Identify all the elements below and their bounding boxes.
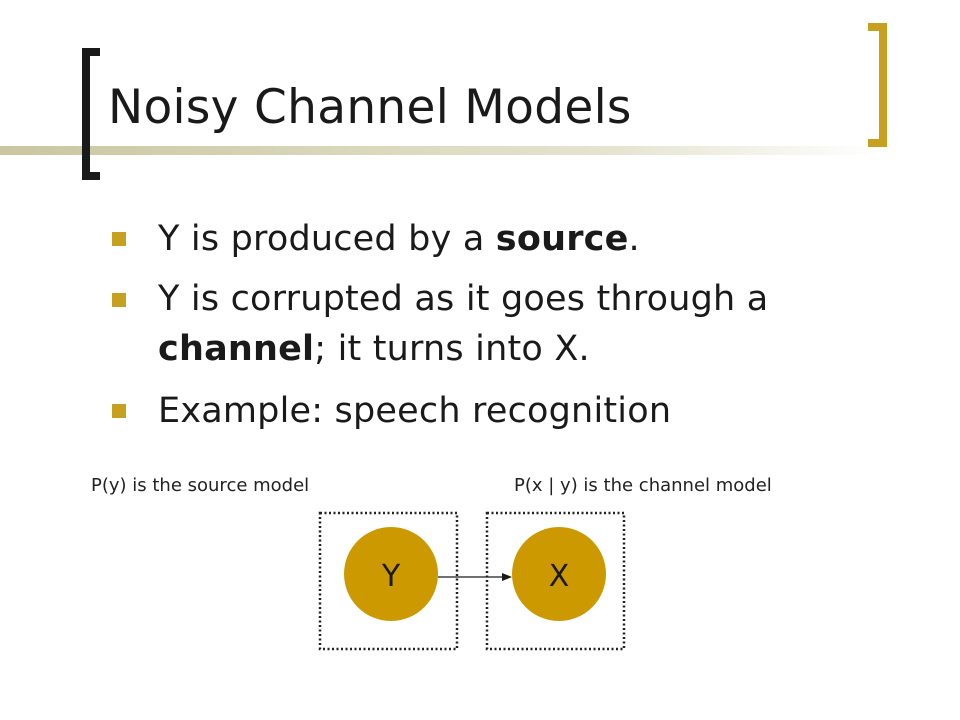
bullet-text-run: Y is produced by a — [158, 219, 496, 259]
title-underline-bar — [0, 146, 880, 155]
source-model-caption: P(y) is the source model — [91, 475, 310, 496]
bullet-text-run: Y is corrupted as it goes through a — [158, 279, 769, 319]
source-node-label: Y — [381, 559, 401, 594]
bullet-text: Example: speech recognition — [158, 386, 918, 436]
right-title-bracket — [868, 23, 887, 147]
channel-node-label: X — [549, 559, 570, 594]
channel-model-box — [485, 511, 626, 651]
channel-model-caption: P(x | y) is the channel model — [514, 475, 772, 496]
bullet-square-icon — [112, 232, 126, 246]
bullet-square-icon — [112, 293, 126, 307]
bullet-keyword: source — [495, 219, 629, 259]
slide-title: Noisy Channel Models — [108, 80, 632, 135]
bullet-square-icon — [112, 404, 126, 418]
bullet-keyword: channel — [158, 329, 315, 369]
channel-node-x — [512, 527, 606, 621]
source-node-y — [344, 527, 438, 621]
bullet-text: Y is produced by a source. — [158, 214, 918, 264]
bullet-text-run: . — [628, 219, 640, 259]
source-model-box — [318, 511, 459, 651]
left-title-bracket — [82, 48, 100, 180]
bullet-text-run: ; it turns into X. — [314, 329, 590, 369]
edge-arrowhead — [502, 573, 512, 581]
bullet-text: Y is corrupted as it goes through a chan… — [158, 274, 918, 374]
bullet-text-run: Example: speech recognition — [158, 391, 672, 431]
